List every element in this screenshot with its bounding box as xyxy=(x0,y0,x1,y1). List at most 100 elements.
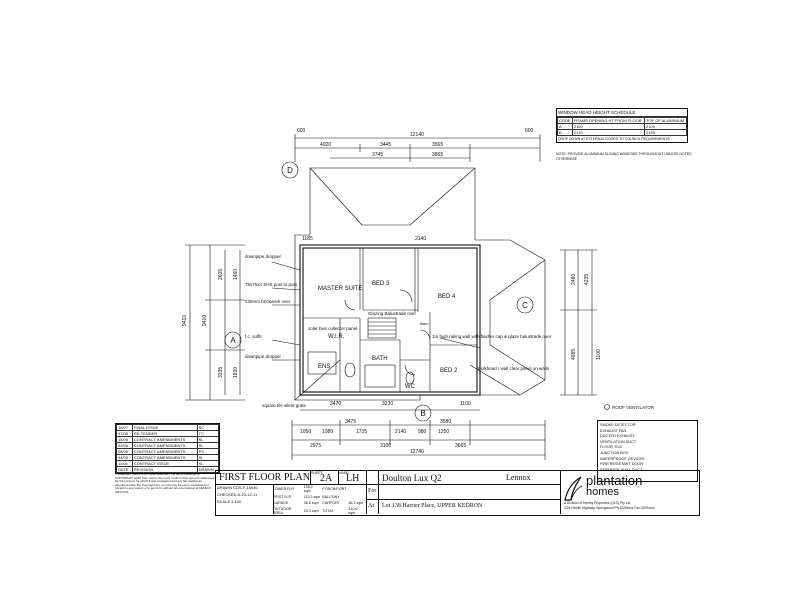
dim-left: 1830 xyxy=(233,367,239,378)
drawn-value: CDS-F-16540 xyxy=(233,485,258,490)
area-cell xyxy=(347,484,366,494)
brand-cell: plantation homes A Division of Henley Pr… xyxy=(562,472,696,512)
legend-item: DUCTED EXHAUST xyxy=(600,434,635,439)
dim-bottom: 1080 xyxy=(322,429,333,435)
brand-name-2: homes xyxy=(586,486,620,498)
legend-item: SEPARATE WALL DUCT xyxy=(600,467,643,472)
dim-bottom: 2975 xyxy=(310,443,321,449)
note-downpipe-1: downpipe dropper xyxy=(245,254,282,259)
job-cell: Doulton Lux Q2 Lennox For At Lot 138 Har… xyxy=(366,470,561,514)
note-wall: Bulkhead / wall clear panel on walls xyxy=(478,366,550,371)
area-cell: CARPORT xyxy=(322,501,340,505)
hand-value: LH xyxy=(346,473,360,484)
dim-bottom: 1100 xyxy=(460,401,471,407)
brand-name-1: plantation xyxy=(586,473,643,488)
facade-name: Lennox xyxy=(506,473,531,482)
note-balustrade: Glazing Balustrade over xyxy=(368,311,417,316)
note-brickwork: 230mm brickwork over xyxy=(245,299,291,304)
drawing-meta: DRAWN CDS-F-16540 CHECKED A-23-12-11 SCA… xyxy=(215,484,274,514)
note-shs: 75x75x4 SHS post to pors xyxy=(245,282,298,287)
dim-left: 9410 xyxy=(182,315,188,326)
dim-right: 1100 xyxy=(596,349,602,360)
note-fc-soffit: f.c. soffit xyxy=(245,334,262,339)
area-cell: 36.8 sqm xyxy=(303,501,319,505)
drawn-label: DRAWN xyxy=(217,485,232,490)
symbol-legend: SMOKE DETECTOR EXHAUST FAN DUCTED EXHAUS… xyxy=(597,420,698,482)
area-cell: 36.3 sqm xyxy=(348,501,364,505)
hand-label: HAND xyxy=(339,471,349,475)
copyright-note: © Copyright Build P/L All rights reserve… xyxy=(115,472,215,494)
ws-note2: NOTE: PROVIDE ALUMINIUM SLIDING WINDOWS … xyxy=(556,152,692,161)
dim-left: 3335 xyxy=(218,367,224,378)
legend-item: EXHAUST FAN xyxy=(600,428,627,433)
dim-bottom: 2140 xyxy=(395,429,406,435)
ws-cell: 2165 xyxy=(644,129,687,136)
dim-bottom: 3230 xyxy=(382,401,393,407)
dim-left: 1460 xyxy=(233,269,239,280)
dim-bottom: 1250 xyxy=(438,429,449,435)
ws-note1: DROP DOWN AT EXTERNAL DOORS TO COUNCIL R… xyxy=(558,137,670,141)
plantation-logo xyxy=(564,476,583,501)
dim-left: 2605 xyxy=(218,269,224,280)
design-name: Doulton Lux Q2 xyxy=(382,473,442,483)
marker-b: B xyxy=(420,409,425,418)
note-downpipe-2: downpipe dropper xyxy=(245,354,282,359)
area-cell: 25.3 sqm xyxy=(303,509,319,513)
area-cell: 113.3 sqm xyxy=(303,495,321,499)
room-wir: W.I.R. xyxy=(328,334,345,340)
dim-bottom: 980 xyxy=(418,429,427,435)
legend-item: JUNCTION BOX xyxy=(600,450,629,455)
dim-inner: 2140 xyxy=(415,236,426,242)
room-linen: linen xyxy=(420,321,428,326)
checked-value: A-23-12-11 xyxy=(237,492,258,497)
legend-item: FIRE RESISTANT DOOR xyxy=(600,462,644,467)
dim-bottom: 3470 xyxy=(330,401,341,407)
dim-top: 3865 xyxy=(432,152,443,158)
dim-top: 4020 xyxy=(320,142,331,148)
area-cell: BALCONY xyxy=(322,495,340,499)
area-cell: LOWER FLR xyxy=(273,487,294,491)
legend-item: VENTILATION DUCT xyxy=(600,439,637,444)
area-cell: GARAGE xyxy=(273,501,289,505)
note-railing: 1m high railing wall with flasher cap & … xyxy=(432,334,552,339)
for-label: For xyxy=(368,488,377,494)
brand-sub: A Division of Henley Properties (QLD) Pt… xyxy=(564,501,631,505)
dim-top-overall: 12140 xyxy=(410,132,424,138)
dim-bottom-overall: 12740 xyxy=(410,449,424,455)
dim-bottom: 3475 xyxy=(345,419,356,425)
room-bed3: BED 3 xyxy=(372,281,390,287)
hand-cell: HAND LH xyxy=(338,470,367,485)
brand-address: 2/24 Pacific Highway, Springwood Ph:3209… xyxy=(564,506,655,510)
area-cell: 310.6 sqm xyxy=(348,507,358,515)
legend-item: WATERPROOF DEVICES xyxy=(600,456,645,461)
dim-left: 9410 xyxy=(202,315,208,326)
sheet-value: 2A xyxy=(320,473,333,484)
legend-item: FLOOR TILE xyxy=(600,445,623,450)
dim-bottom: 3100 xyxy=(380,443,391,449)
dim-right: 4685 xyxy=(571,349,577,360)
marker-a: A xyxy=(230,336,236,345)
rev-footer: DRAWN xyxy=(196,466,220,473)
dim-bottom: 3580 xyxy=(440,419,451,425)
dim-inner: 1185 xyxy=(302,236,313,242)
window-schedule: WINDOW HEAD HEIGHT SCHEDULE CODE FRAME O… xyxy=(556,108,688,143)
at-label: At xyxy=(368,503,374,509)
title-cell: FIRST FLOOR PLAN xyxy=(215,470,311,485)
area-cell: 136.2 sqm xyxy=(303,485,313,493)
dim-top: 3445 xyxy=(380,142,391,148)
plan-title: FIRST FLOOR PLAN xyxy=(219,472,310,483)
ws-cell: 2110 xyxy=(571,129,646,136)
note-solar: solar hws collector panel xyxy=(308,326,357,331)
room-bath: BATH xyxy=(372,356,388,362)
room-master-suite: MASTER SUITE xyxy=(318,286,362,292)
note-roof-ventilator: ROOF VENTILATOR xyxy=(612,405,655,410)
dim-bottom: 1735 xyxy=(356,429,367,435)
dim-bottom: 1050 xyxy=(300,429,311,435)
sheet-label: SHEET xyxy=(311,471,323,475)
area-cell: OUTDOOR AREA xyxy=(273,507,292,515)
room-bed4: BED 4 xyxy=(438,294,456,300)
marker-d: D xyxy=(287,166,293,175)
area-cell: TOTAL xyxy=(322,509,334,513)
